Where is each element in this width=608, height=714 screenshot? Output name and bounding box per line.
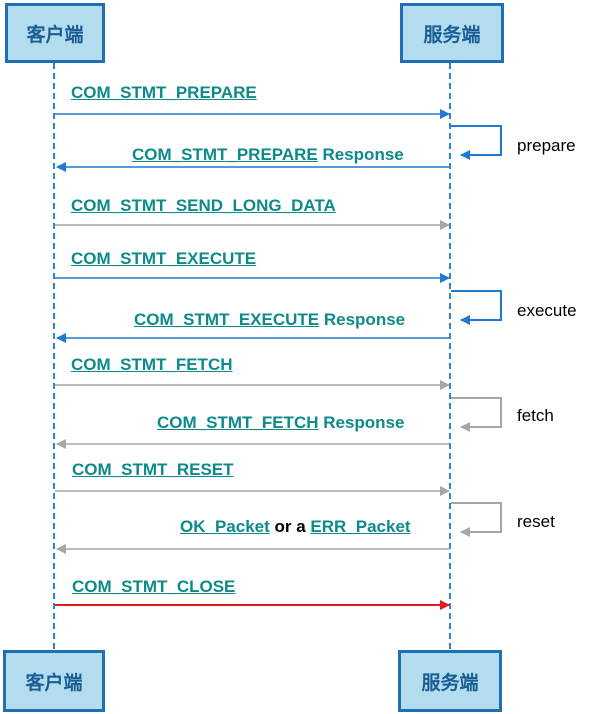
link-com-stmt-fetch-response[interactable]: COM_STMT_FETCH: [157, 413, 319, 432]
message-reset-label: COM_STMT_RESET: [72, 460, 234, 480]
link-com-stmt-execute[interactable]: COM_STMT_EXECUTE: [71, 249, 257, 268]
note-fetch: fetch: [517, 406, 554, 425]
self-loop-reset: [451, 502, 502, 537]
message-reset-response-label: OK_Packet or a ERR_Packet: [180, 517, 411, 537]
client-actor-bottom: 客户端: [3, 650, 105, 712]
link-com-stmt-send-long-data[interactable]: COM_STMT_SEND_LONG_DATA: [71, 196, 336, 215]
message-prepare-label: COM_STMT_PREPARE: [71, 83, 257, 103]
link-com-stmt-reset[interactable]: COM_STMT_RESET: [72, 460, 234, 479]
link-com-stmt-fetch[interactable]: COM_STMT_FETCH: [71, 355, 233, 374]
note-prepare: prepare: [517, 136, 576, 155]
link-com-stmt-prepare-response[interactable]: COM_STMT_PREPARE: [132, 145, 318, 164]
message-execute-label: COM_STMT_EXECUTE: [71, 249, 256, 269]
link-ok-packet[interactable]: OK_Packet: [180, 517, 270, 536]
self-loop-fetch: [451, 397, 502, 432]
note-execute: execute: [517, 301, 577, 320]
message-send-long-data-label: COM_STMT_SEND_LONG_DATA: [71, 196, 336, 216]
message-fetch-label: COM_STMT_FETCH: [71, 355, 233, 375]
link-com-stmt-prepare[interactable]: COM_STMT_PREPARE: [71, 83, 257, 102]
server-actor-top: 服务端: [400, 3, 504, 63]
link-com-stmt-execute-response[interactable]: COM_STMT_EXECUTE: [134, 310, 320, 329]
self-loop-prepare: [451, 125, 502, 160]
message-execute-response-label: COM_STMT_EXECUTE Response: [134, 310, 405, 330]
self-loop-execute: [451, 290, 502, 325]
message-prepare-response-label: COM_STMT_PREPARE Response: [132, 145, 404, 165]
link-err-packet[interactable]: ERR_Packet: [310, 517, 411, 536]
message-fetch-response-label: COM_STMT_FETCH Response: [157, 413, 404, 433]
response-suffix-text: Response: [319, 310, 406, 329]
link-com-stmt-close[interactable]: COM_STMT_CLOSE: [72, 577, 236, 596]
client-actor-top: 客户端: [5, 3, 105, 63]
server-actor-bottom: 服务端: [398, 650, 502, 712]
response-suffix-text: Response: [317, 145, 404, 164]
or-a-text: or a: [269, 517, 311, 536]
response-suffix-text: Response: [318, 413, 405, 432]
note-reset: reset: [517, 512, 555, 531]
message-close-label: COM_STMT_CLOSE: [72, 577, 235, 597]
